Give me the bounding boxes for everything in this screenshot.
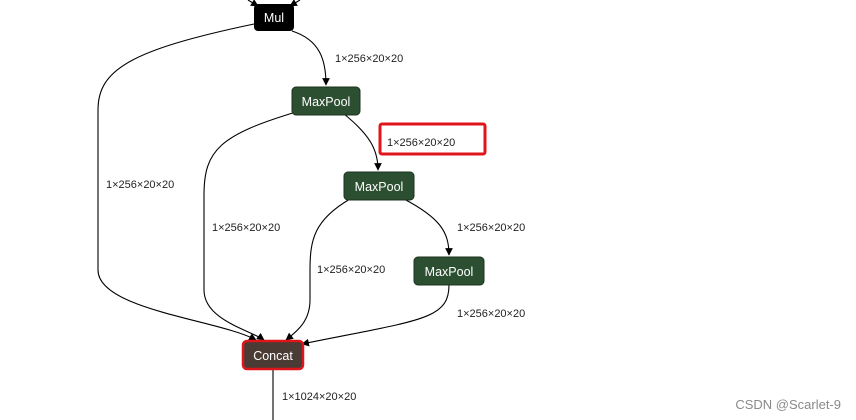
edge-label-maxpool1-to-maxpool2: 1×256×20×20 (387, 137, 455, 149)
edge-label-mul-to-maxpool1: 1×256×20×20 (335, 53, 403, 65)
node-mul[interactable]: Mul (254, 4, 294, 31)
edge-mul-to-concat[interactable] (97, 23, 257, 341)
node-maxpool-3[interactable]: MaxPool (413, 256, 485, 286)
edge-maxpool1-to-maxpool2[interactable] (343, 113, 382, 171)
highlight-box (378, 122, 487, 156)
node-maxpool-2-label: MaxPool (355, 180, 404, 194)
node-mul-label: Mul (264, 11, 284, 25)
edge-maxpool3-to-concat[interactable] (301, 284, 450, 347)
node-concat[interactable]: Concat (241, 339, 305, 371)
edge-label-mul-to-concat: 1×256×20×20 (106, 179, 174, 191)
node-concat-label: Concat (253, 349, 293, 363)
edge-mul-to-maxpool1[interactable] (291, 30, 330, 86)
edge-label-maxpool2-to-concat: 1×256×20×20 (317, 264, 385, 276)
edge-labels: 1×256×20×20 1×256×20×20 1×256×20×20 1×25… (106, 53, 525, 403)
edge-label-maxpool3-to-concat: 1×256×20×20 (457, 308, 525, 320)
edge-maxpool2-to-concat[interactable] (285, 198, 351, 341)
node-maxpool-1-label: MaxPool (302, 95, 351, 109)
edge-maxpool2-to-maxpool3[interactable] (403, 198, 453, 256)
node-maxpool-2[interactable]: MaxPool (343, 171, 415, 201)
edge-label-maxpool1-to-concat: 1×256×20×20 (212, 222, 280, 234)
watermark: CSDN @Scarlet-9 (735, 397, 841, 412)
edges (97, 0, 453, 420)
edge-maxpool1-to-concat[interactable] (203, 111, 297, 341)
edge-label-concat-output: 1×1024×20×20 (282, 391, 356, 403)
node-maxpool-3-label: MaxPool (425, 265, 474, 279)
node-maxpool-1[interactable]: MaxPool (291, 86, 361, 116)
edge-label-maxpool2-to-maxpool3: 1×256×20×20 (457, 222, 525, 234)
